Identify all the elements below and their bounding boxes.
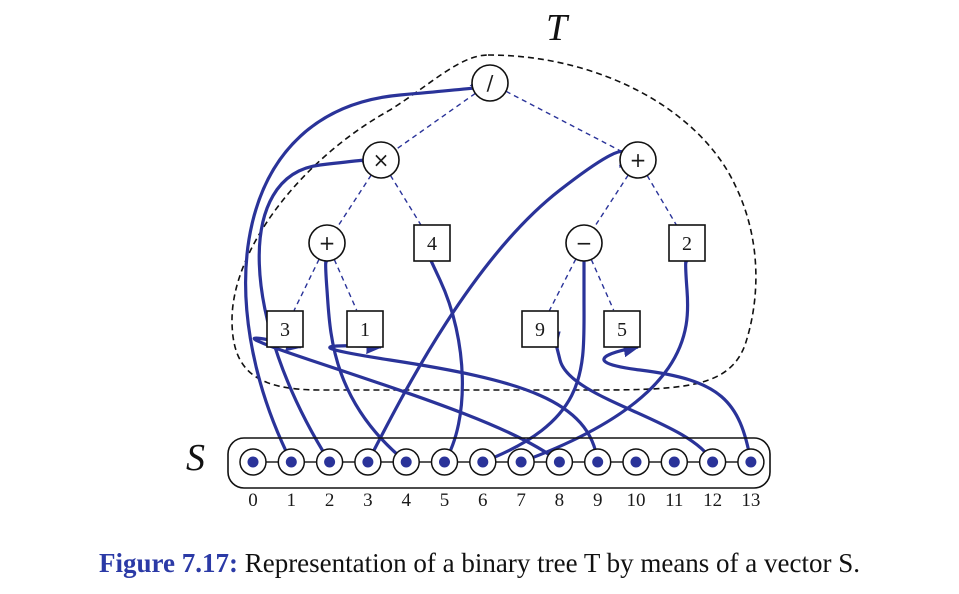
tree-edges (293, 90, 678, 311)
pointer-8-to-leaf-3 (252, 335, 561, 464)
tree-label: T (546, 7, 570, 49)
operator-label: × (373, 148, 390, 172)
operator-node-circle (471, 64, 509, 102)
vector-cell-dot-5 (439, 456, 450, 468)
vector-cell-dot-1 (285, 456, 297, 468)
node-leaf-1: 1 (346, 310, 384, 348)
pointer-5-to-leaf-4 (418, 245, 464, 463)
tree-nodes: / × + +4 − 2 3 1 9 5 (266, 64, 706, 348)
operand-node-box (521, 310, 559, 348)
operand-node-box (346, 310, 384, 348)
tree-edge-times-plus-left (336, 174, 372, 229)
tree-edge-minus-leaf-5 (590, 259, 615, 311)
vector-cell-dot-2 (324, 456, 336, 468)
vector-cells (239, 448, 765, 476)
node-plus-left: + (308, 224, 346, 262)
caption-text: Representation of a binary tree T by mea… (237, 548, 861, 578)
node-times: × (362, 141, 400, 179)
caption-figure-number: Figure 7.17: (98, 548, 238, 578)
tree-edge-plus-right-leaf-2 (646, 175, 678, 226)
operator-node-circle (308, 224, 346, 262)
node-root: / (471, 64, 509, 102)
vector-cell-dot-6 (477, 456, 489, 468)
vector-cell-dot-4 (400, 456, 412, 468)
vector-s (227, 437, 771, 489)
operator-label: + (319, 231, 336, 255)
operator-node-circle (362, 141, 400, 179)
figure-caption: Figure 7.17: Representation of a binary … (0, 548, 959, 579)
tree-edge-plus-left-leaf-1 (333, 259, 358, 311)
vector-index-4: 4 (401, 490, 411, 511)
operand-node-box (266, 310, 304, 348)
vector-index-9: 9 (593, 490, 603, 511)
vector-index-5: 5 (440, 490, 450, 511)
operator-label: / (487, 71, 494, 95)
pointer-9-to-leaf-1 (328, 338, 600, 463)
pointer-arrows (244, 76, 753, 464)
node-plus-right: + (619, 141, 657, 179)
operand-label: 9 (535, 319, 545, 341)
operand-node-box (413, 224, 451, 262)
tree-edge-plus-right-minus (593, 174, 629, 229)
operand-node-box (668, 224, 706, 262)
operand-label: 3 (280, 319, 290, 341)
operator-label: + (630, 148, 647, 172)
operand-label: 1 (360, 319, 370, 341)
vector-cell-dot-10 (630, 456, 642, 468)
vector-cell-dot-11 (668, 456, 680, 468)
tree-edge-plus-left-leaf-3 (293, 258, 320, 311)
operator-label: − (576, 231, 593, 255)
vector-index-11: 11 (665, 490, 683, 511)
vector-index-2: 2 (325, 490, 335, 511)
tree-edge-times-leaf-4 (389, 174, 422, 226)
operator-node-circle (565, 224, 603, 262)
vector-cell-dot-3 (362, 456, 374, 468)
tree-edge-root-plus-right (505, 90, 623, 153)
operator-node-circle (619, 141, 657, 179)
pointer-3-to-plus-right (366, 149, 635, 463)
vector-cell-dot-0 (247, 456, 259, 468)
node-leaf-9: 9 (521, 310, 559, 348)
pointer-6-to-minus (482, 247, 592, 464)
operand-label: 2 (682, 233, 692, 255)
vector-index-0: 0 (248, 490, 258, 511)
node-leaf-4: 4 (413, 224, 451, 262)
vector-cell-dot-8 (553, 456, 565, 468)
vector-index-12: 12 (703, 490, 722, 511)
tree-boundary (231, 54, 757, 391)
operand-node-box (603, 310, 641, 348)
tree-edge-root-times (395, 92, 476, 151)
vector-cell-dot-13 (745, 456, 757, 468)
vector-index-8: 8 (555, 490, 565, 511)
node-leaf-3: 3 (266, 310, 304, 348)
pointer-12-to-leaf-9 (545, 331, 715, 463)
vector-cell-dot-7 (515, 456, 527, 468)
vector-cell-dot-9 (592, 456, 604, 468)
tree-edge-minus-leaf-9 (548, 258, 577, 311)
vector-index-13: 13 (741, 490, 760, 511)
operand-label: 5 (617, 319, 627, 341)
pointer-13-to-leaf-5 (602, 341, 753, 463)
vector-index-6: 6 (478, 490, 488, 511)
vector-index-10: 10 (627, 490, 646, 511)
node-leaf-2: 2 (668, 224, 706, 262)
node-leaf-5: 5 (603, 310, 641, 348)
vector-label: S (186, 437, 205, 479)
vector-cell-dot-12 (707, 456, 719, 468)
node-minus: − (565, 224, 603, 262)
vector-index-7: 7 (516, 490, 526, 511)
vector-index-1: 1 (287, 490, 297, 511)
operand-label: 4 (427, 233, 437, 255)
vector-index-3: 3 (363, 490, 373, 511)
